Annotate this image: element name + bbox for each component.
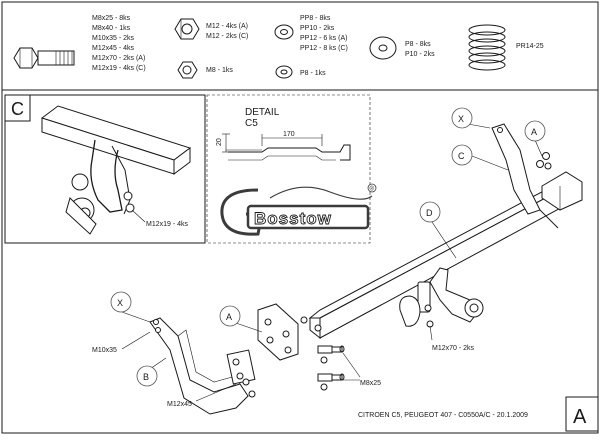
part-spring (468, 24, 506, 71)
callout-x-left-bubble (110, 291, 132, 313)
washer-pp-list: PP8 - 8ks PP10 - 2ks PP12 - 6 ks (A) PP1… (300, 15, 349, 52)
detail-frame (206, 94, 371, 244)
leader-lines (121, 123, 543, 402)
callout-b-bubble (136, 365, 158, 387)
callout-a-left: A (226, 312, 232, 322)
watermark-registered: ® (370, 186, 375, 193)
nut-m8-list: M8 - 1ks (206, 67, 233, 74)
tow-ball-mount (399, 267, 484, 341)
callout-b: B (143, 372, 149, 382)
detail-dim-height: 20 (216, 138, 223, 146)
washer-p8-list: P8 - 1ks (300, 70, 326, 77)
inset-c-bracket (40, 105, 192, 235)
callout-x-top: X (458, 114, 464, 124)
left-bracket (149, 317, 256, 415)
callout-a-top-bubble (524, 120, 546, 142)
callout-d: D (426, 208, 433, 218)
part-nut-m12 (174, 18, 200, 40)
inset-c-frame (4, 94, 206, 244)
callout-m8x25: M8x25 (360, 380, 381, 387)
right-bracket (491, 123, 559, 229)
left-side-plate (257, 303, 322, 361)
bolt-list: M8x25 - 8ks M8x40 - 1ks M10x35 - 2ks M12… (92, 15, 147, 72)
inset-c-letter: C (11, 99, 24, 119)
detail-profile (222, 133, 351, 161)
callout-x-top-bubble (451, 107, 473, 129)
callout-d-bubble (419, 201, 441, 223)
part-nut-m8 (177, 61, 198, 79)
variant-box (565, 396, 599, 432)
callout-m12x45: M12x45 (167, 401, 192, 408)
callout-c-top-bubble (451, 144, 473, 166)
callout-a-top: A (531, 127, 537, 137)
watermark-text: Bosstow (254, 209, 332, 228)
callout-c-top: C (458, 151, 465, 161)
detail-title: DETAIL C5 (245, 107, 282, 129)
detail-dim-width: 170 (283, 131, 295, 138)
callout-m10x35: M10x35 (92, 347, 117, 354)
callout-m12x70: M12x70 - 2ks (432, 345, 475, 352)
callout-a-left-bubble (219, 305, 241, 327)
part-washer-p8 (275, 65, 293, 79)
part-washer-large (369, 36, 397, 60)
part-bolt (13, 47, 75, 69)
main-crossbar (308, 171, 583, 340)
part-washer-pp (274, 24, 294, 40)
inset-c-letter-box (4, 94, 31, 122)
watermark-logo (220, 183, 377, 236)
inset-c-callout: M12x19 - 4ks (146, 221, 189, 228)
footer-caption: CITROEN C5, PEUGEOT 407 - C0550A/C - 20.… (358, 412, 528, 419)
nut-m12-list: M12 - 4ks (A) M12 - 2ks (C) (206, 23, 250, 40)
washer-p-list: P8 - 8ks P10 - 2ks (405, 41, 435, 58)
callout-x-left: X (117, 298, 123, 308)
variant-letter: A (573, 406, 587, 428)
spring-label: PR14-25 (516, 43, 544, 50)
bolt-stack-right (317, 345, 345, 391)
